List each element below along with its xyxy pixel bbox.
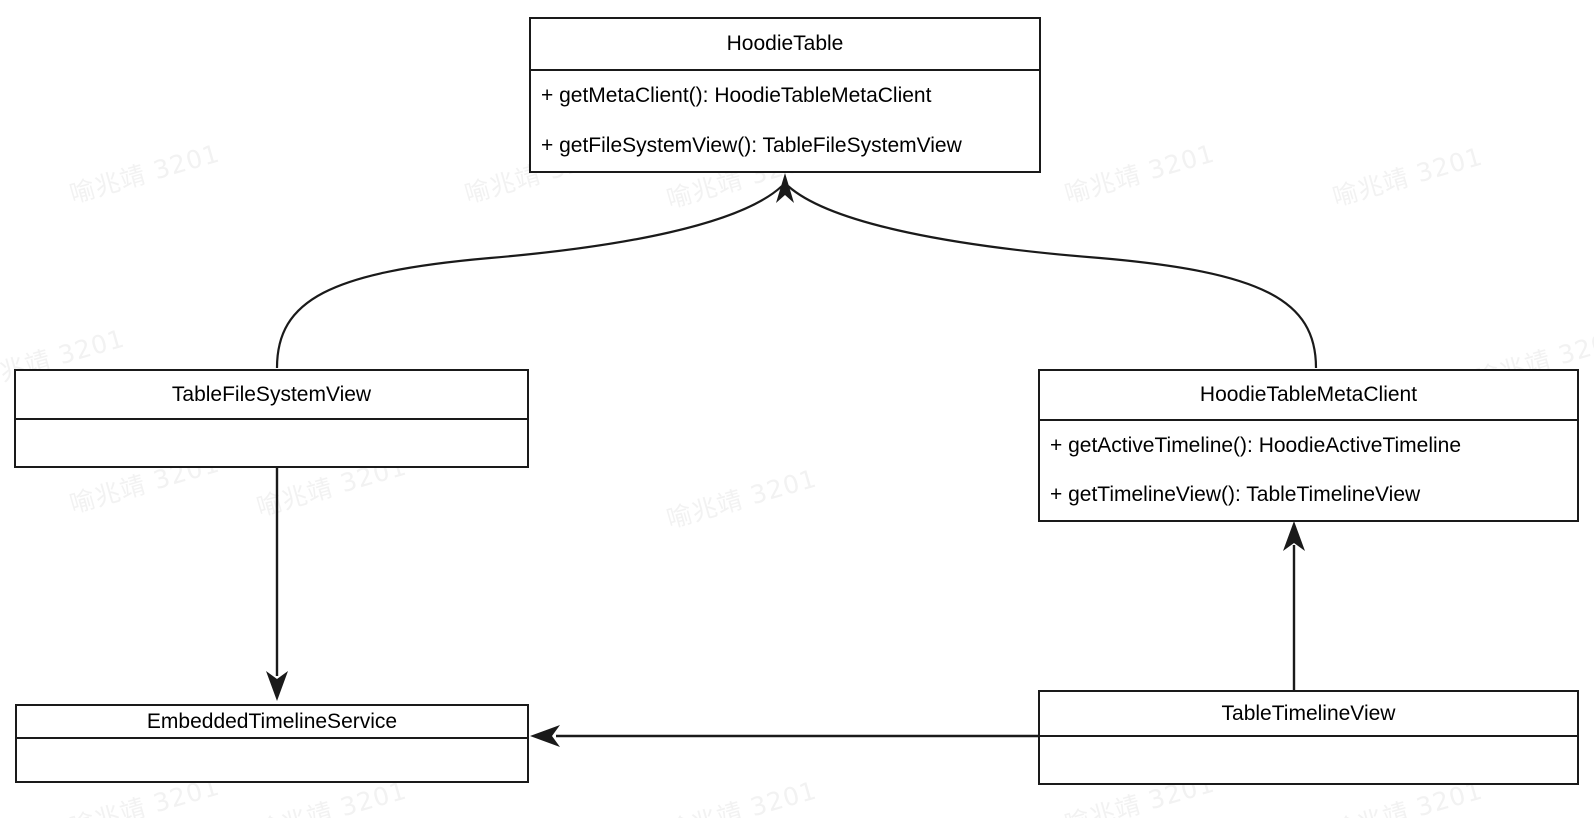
class-members-table-timeline-view: [1040, 737, 1577, 783]
class-box-embedded-timeline-service[interactable]: EmbeddedTimelineService: [15, 704, 529, 783]
class-members-hoodie-table-meta-client: + getActiveTimeline(): HoodieActiveTimel…: [1040, 421, 1577, 520]
class-box-table-file-system-view[interactable]: TableFileSystemView: [14, 369, 529, 468]
relation-tablefilesystemview-to-embeddedtimelineservice: [266, 468, 288, 701]
class-member: + getActiveTimeline(): HoodieActiveTimel…: [1050, 433, 1462, 457]
class-member: + getFileSystemView(): TableFileSystemVi…: [541, 134, 962, 157]
relation-tabletimelineview-to-hoodietablemetaclient: [1283, 521, 1305, 690]
watermark-text: 喻兆靖 3201: [1061, 138, 1219, 210]
watermark-text: 喻兆靖 3201: [1329, 141, 1487, 213]
relation-hoodietablemetaclient-to-hoodietable: [787, 185, 1318, 369]
relation-tablefilesystemview-to-hoodietable: [275, 185, 783, 369]
class-box-hoodie-table[interactable]: HoodieTable + getMetaClient(): HoodieTab…: [529, 17, 1041, 173]
class-member: + getMetaClient(): HoodieTableMetaClient: [541, 84, 932, 107]
watermark-text: 喻兆靖 3201: [66, 138, 224, 210]
class-members-embedded-timeline-service: [17, 739, 527, 781]
class-name-table-timeline-view: TableTimelineView: [1040, 692, 1577, 737]
arrowhead-into-embeddedtimelineservice-top: [266, 671, 288, 701]
class-name-embedded-timeline-service: EmbeddedTimelineService: [17, 706, 527, 739]
class-member: + getTimelineView(): TableTimelineView: [1050, 483, 1421, 507]
class-members-table-file-system-view: [16, 420, 527, 466]
class-members-hoodie-table: + getMetaClient(): HoodieTableMetaClient…: [531, 71, 1039, 171]
relation-tabletimelineview-to-embeddedtimelineservice: [530, 725, 1038, 747]
class-box-table-timeline-view[interactable]: TableTimelineView: [1038, 690, 1579, 785]
watermark-text: 喻兆靖 3201: [663, 463, 821, 535]
class-name-hoodie-table: HoodieTable: [531, 19, 1039, 71]
class-box-hoodie-table-meta-client[interactable]: HoodieTableMetaClient + getActiveTimelin…: [1038, 369, 1579, 522]
arrowhead-into-embeddedtimelineservice-right: [530, 725, 560, 747]
arrowhead-into-hoodietable: [776, 173, 794, 203]
arrowhead-into-hoodietablemetaclient-bottom: [1283, 521, 1305, 551]
class-name-hoodie-table-meta-client: HoodieTableMetaClient: [1040, 371, 1577, 421]
watermark-text: 喻兆靖 3201: [663, 775, 821, 818]
class-name-table-file-system-view: TableFileSystemView: [16, 371, 527, 420]
